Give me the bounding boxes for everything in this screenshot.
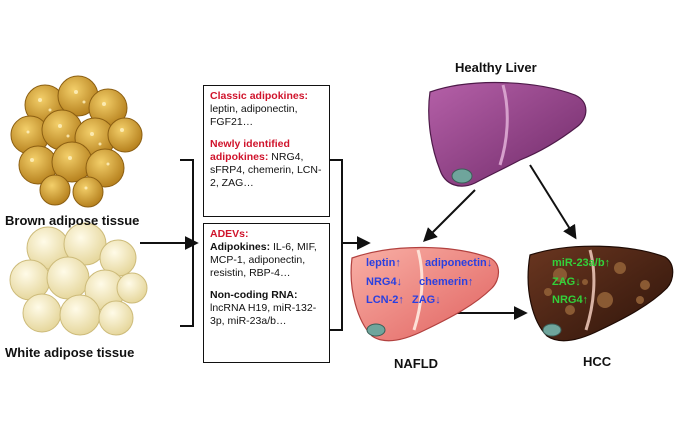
hcc-marker-zag: ZAG↓ [552,276,581,288]
healthy-liver-illustration [428,81,587,187]
nafld-title: NAFLD [394,356,439,371]
adevs-adipokines-items: IL-6, MIF, MCP-1, adiponectin, resistin,… [210,241,317,279]
nafld-marker-chemerin: chemerin↑ [419,276,474,288]
adipokines-box: Classic adipokines: leptin, adiponectin,… [203,85,330,217]
healthy-liver-title: Healthy Liver [455,60,537,75]
hcc-liver-illustration [527,245,674,342]
ncrna-items: lncRNA H19, miR-132-3p, miR-23a/b… [210,302,317,327]
new-adipokines-items: NRG4, sFRP4, chemerin, LCN-2, ZAG… [210,151,322,189]
nafld-marker-adiponectin: adiponectin↓ [425,257,493,269]
nafld-marker-lcn2: LCN-2↑ [366,294,404,306]
adevs-adipokines-label: Adipokines: [210,241,271,253]
classic-adipokines-heading: Classic adipokines: [210,90,309,102]
hcc-marker-mir23: miR-23a/b↑ [552,257,611,269]
brown-adipose-label: Brown adipose tissue [5,213,140,228]
white-adipose-label: White adipose tissue [5,345,135,360]
ncrna-label: Non-coding RNA: [210,289,298,301]
nafld-marker-zag: ZAG↓ [412,294,441,306]
output-connector [330,159,371,331]
adevs-box: ADEVs: Adipokines: IL-6, MIF, MCP-1, adi… [203,223,330,363]
new-adipokines-heading: Newly identified adipokines: [210,138,290,163]
nafld-marker-leptin: leptin↑ [366,257,401,269]
white-adipose-illustration [9,222,148,336]
brown-adipose-illustration [10,75,143,208]
hcc-marker-nrg4: NRG4↑ [552,294,589,306]
progression-arrows [423,164,577,320]
classic-adipokines-items: leptin, adiponectin, FGF21… [210,103,298,128]
nafld-liver-illustration [350,246,500,342]
input-connector [140,159,199,327]
nafld-marker-nrg4: NRG4↓ [366,276,403,288]
adevs-heading: ADEVs: [210,228,249,240]
hcc-title: HCC [583,354,612,369]
